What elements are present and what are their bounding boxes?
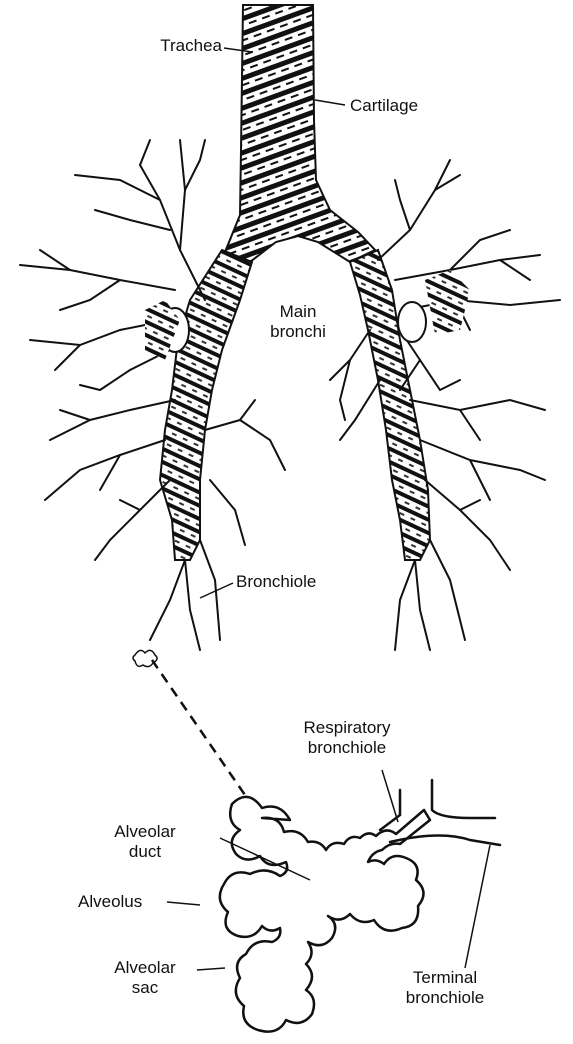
- label-trachea: Trachea: [118, 36, 222, 56]
- label-terminal-line2: bronchiole: [390, 988, 500, 1008]
- label-alveolar-duct-line2: duct: [100, 842, 190, 862]
- label-alveolar-sac-line1: Alveolar: [100, 958, 190, 978]
- label-alveolar-sac-line2: sac: [100, 978, 190, 998]
- zoom-connector: [152, 660, 245, 795]
- left-main-bronchus: [160, 250, 252, 560]
- label-main-bronchi: Main bronchi: [248, 302, 348, 342]
- right-branches: [330, 160, 560, 650]
- label-cartilage-text: Cartilage: [350, 96, 418, 115]
- label-terminal-bronchiole: Terminal bronchiole: [390, 968, 500, 1008]
- label-cartilage: Cartilage: [350, 96, 418, 116]
- label-alveolus-text: Alveolus: [78, 892, 142, 911]
- trachea-shape: [225, 5, 375, 262]
- label-respiratory-line2: bronchiole: [282, 738, 412, 758]
- right-main-bronchus: [350, 250, 430, 560]
- label-bronchiole-text: Bronchiole: [236, 572, 316, 591]
- label-alveolar-duct: Alveolar duct: [100, 822, 190, 862]
- label-main-bronchi-line1: Main: [248, 302, 348, 322]
- label-alveolar-duct-line1: Alveolar: [100, 822, 190, 842]
- right-hilum-shading: [425, 270, 470, 335]
- label-main-bronchi-line2: bronchi: [248, 322, 348, 342]
- right-hilum: [398, 302, 426, 342]
- label-bronchiole: Bronchiole: [236, 572, 316, 592]
- label-respiratory-bronchiole: Respiratory bronchiole: [282, 718, 412, 758]
- label-alveolar-sac: Alveolar sac: [100, 958, 190, 998]
- label-respiratory-line1: Respiratory: [282, 718, 412, 738]
- label-terminal-line1: Terminal: [390, 968, 500, 988]
- label-trachea-text: Trachea: [160, 36, 222, 55]
- label-alveolus: Alveolus: [78, 892, 142, 912]
